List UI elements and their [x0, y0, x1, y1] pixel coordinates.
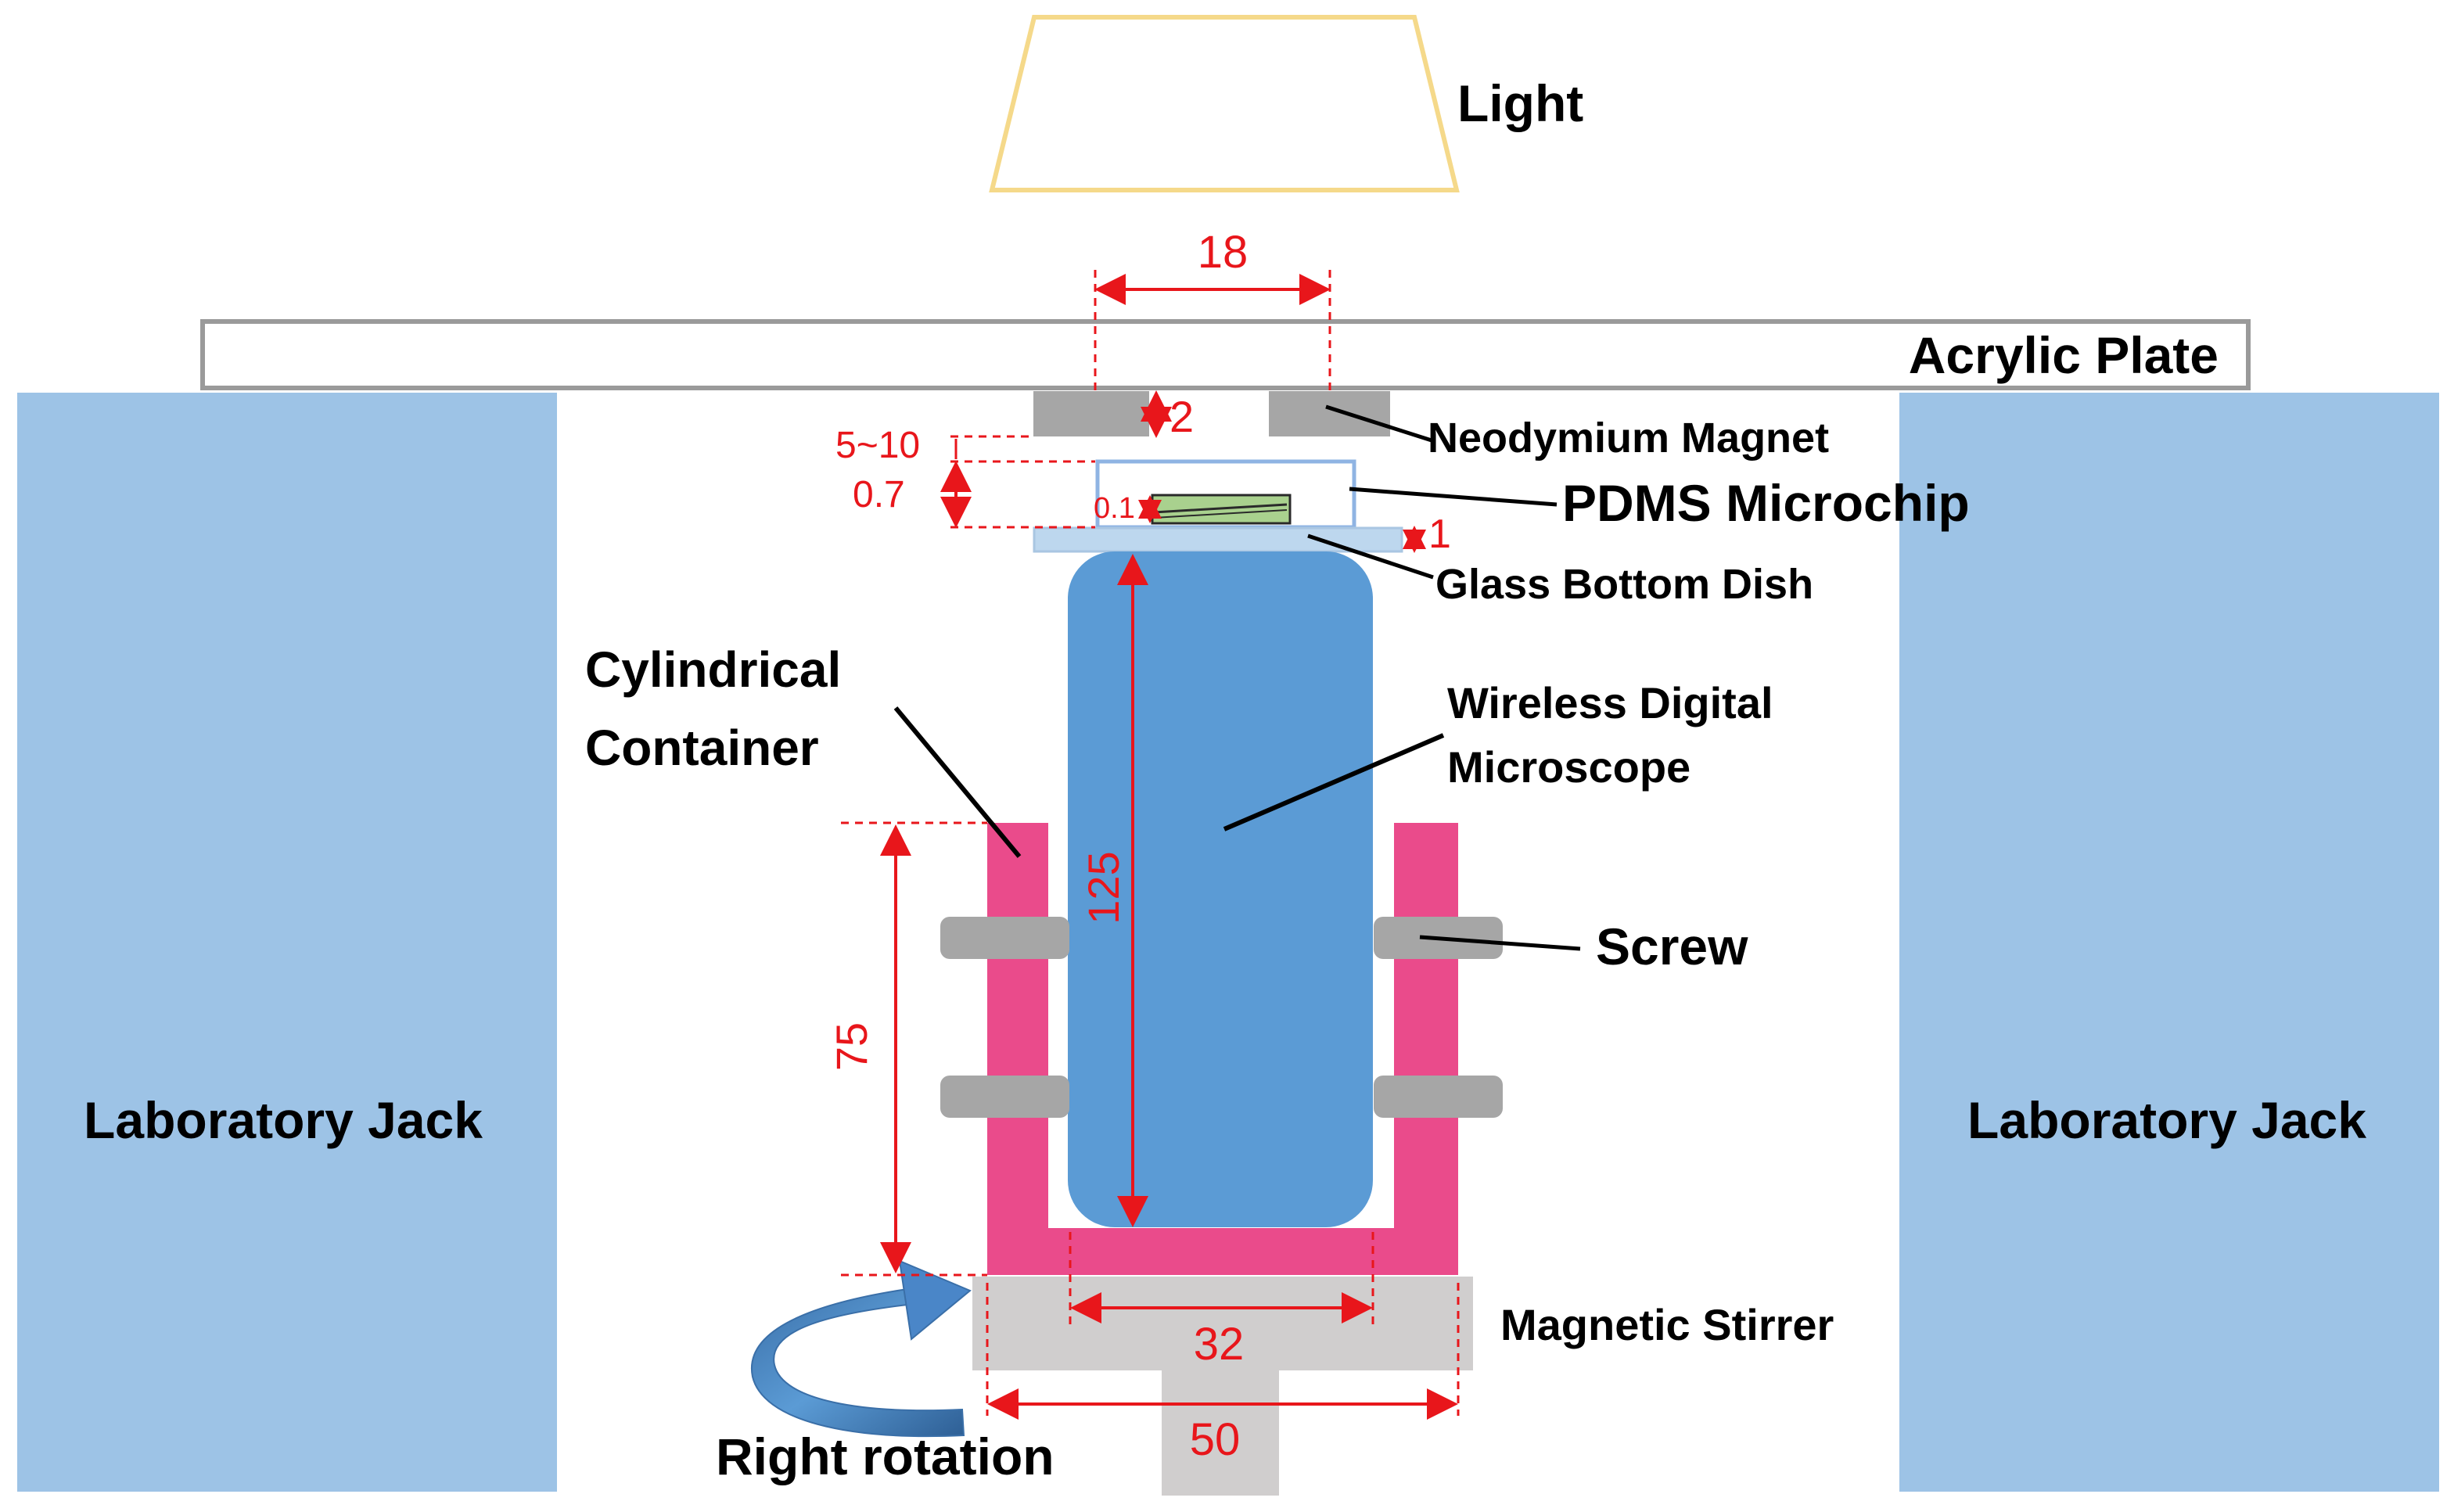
dim-2-label: 2: [1170, 392, 1194, 441]
leader-pdms-microchip: [1349, 487, 1558, 507]
magnet-right: [1269, 391, 1390, 436]
magnetic-stirrer-label: Magnetic Stirrer: [1500, 1300, 1834, 1349]
lab-jack-left: [17, 393, 557, 1492]
screw-left-lower: [940, 1076, 1069, 1118]
screw-label: Screw: [1596, 918, 1748, 975]
dim-50-label: 50: [1190, 1414, 1241, 1465]
dim-1-label: 1: [1428, 512, 1451, 557]
screw-left-upper: [940, 917, 1069, 959]
light-shape: [989, 15, 1460, 192]
neodymium-magnet-label: Neodymium Magnet: [1428, 415, 1829, 462]
dim-75-label: 75: [827, 1022, 876, 1071]
dim-spacing-label: 5~10: [835, 425, 920, 466]
rotation-arrow: [750, 1259, 972, 1438]
microscope-label: Microscope: [1447, 742, 1690, 792]
dim-18: [1094, 270, 1331, 391]
container-label: Container: [585, 720, 819, 776]
leader-cylindrical-container: [893, 706, 1022, 858]
cylindrical-label: Cylindrical: [585, 641, 841, 698]
dim-18-label: 18: [1198, 227, 1249, 278]
leader-neodymium-magnet: [1325, 404, 1432, 443]
screw-right-lower: [1374, 1076, 1503, 1118]
wireless-digital-label: Wireless Digital: [1447, 678, 1773, 727]
cylindrical-container: [987, 823, 1458, 1275]
lab-jack-left-label: Laboratory Jack: [84, 1091, 483, 1149]
dim-0-1-label: 0.1: [1094, 492, 1135, 525]
light-label: Light: [1457, 74, 1583, 132]
leader-glass-bottom-dish: [1307, 533, 1434, 580]
lab-jack-right-label: Laboratory Jack: [1967, 1091, 2366, 1149]
pdms-microchip-label: PDMS Microchip: [1562, 474, 1970, 532]
magnet-left: [1033, 391, 1149, 436]
dim-125-label: 125: [1079, 851, 1128, 924]
dim-spacing: [940, 435, 1095, 529]
microchannel-line: [1153, 503, 1288, 514]
dim-75: [841, 821, 987, 1277]
acrylic-plate-label: Acrylic Plate: [1909, 326, 2219, 384]
acrylic-plate: [200, 319, 2251, 390]
glass-bottom-dish-label: Glass Bottom Dish: [1435, 561, 1813, 608]
right-rotation-label: Right rotation: [716, 1428, 1055, 1485]
dim-chip-height-label: 0.7: [853, 474, 905, 515]
dim-50: [986, 1283, 1460, 1420]
leader-wireless-microscope: [1223, 733, 1445, 831]
dim-32-label: 32: [1194, 1319, 1245, 1370]
dim-32: [1069, 1232, 1374, 1330]
leader-screw: [1419, 935, 1581, 951]
lab-jack-right: [1899, 393, 2439, 1492]
